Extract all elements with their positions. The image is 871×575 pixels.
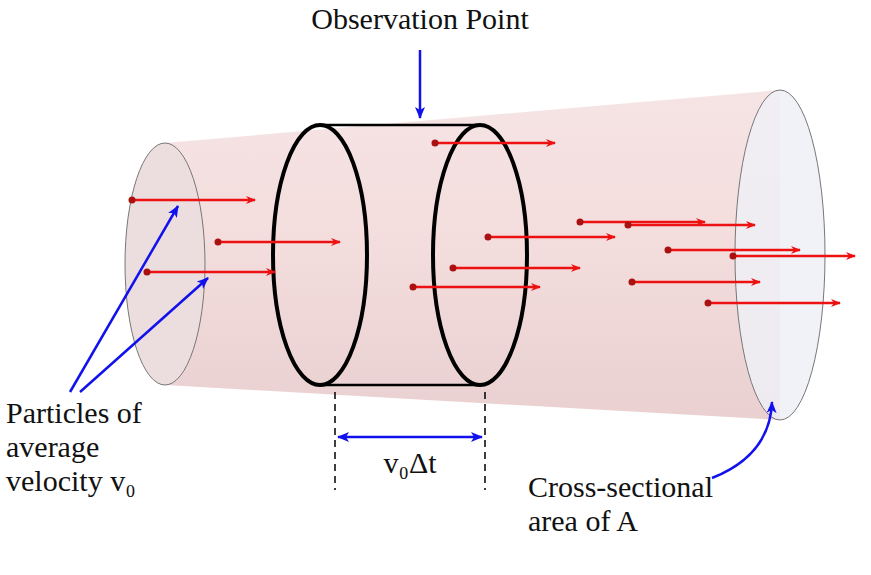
observation-label: Observation Point (240, 2, 600, 36)
particles-label: Particles of average velocity v₀ (6, 396, 196, 498)
area-label: Cross-sectional area of A (528, 470, 768, 538)
dimension-label: v₀Δt (350, 446, 470, 480)
